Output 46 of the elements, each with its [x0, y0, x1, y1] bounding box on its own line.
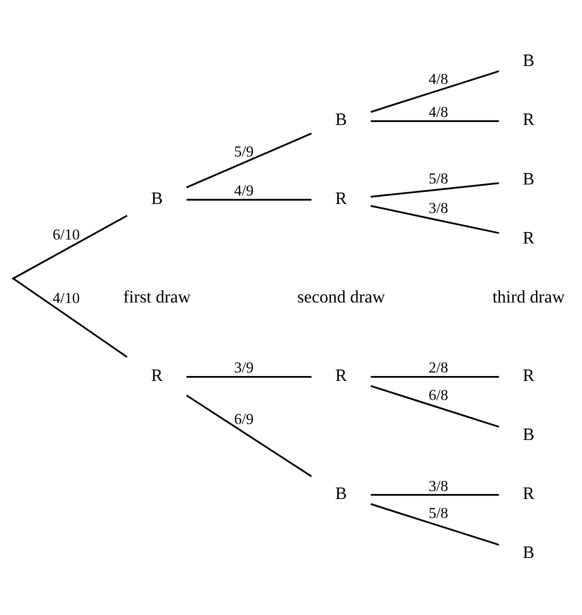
connector [186, 376, 312, 378]
edge-label: 5/8 [428, 504, 448, 522]
node-text: R [335, 187, 347, 208]
connector [186, 394, 312, 477]
edge-label: 2/8 [428, 359, 448, 376]
connector [186, 198, 312, 200]
edge-label: 6/9 [234, 410, 254, 428]
node-text: R [522, 108, 534, 129]
node-text: B [522, 168, 534, 188]
connector [186, 132, 312, 188]
connector [370, 120, 499, 122]
edge-label: 4/8 [428, 70, 448, 88]
connector [370, 384, 500, 428]
edge-label: 6/10 [52, 226, 80, 243]
label: third draw [492, 286, 565, 306]
connector [370, 204, 500, 234]
edge-label: 4/8 [428, 103, 448, 120]
node-text: R [335, 364, 347, 385]
label: second draw [297, 286, 386, 306]
label: first draw [123, 286, 191, 306]
connector [370, 70, 500, 112]
connector [370, 376, 499, 378]
node-text: R [522, 226, 534, 247]
edge-label: 5/8 [428, 170, 448, 188]
node-text: B [151, 187, 163, 208]
connector [370, 494, 499, 496]
node-point [12, 277, 14, 279]
node-text: B [335, 482, 347, 503]
node-text: R [522, 482, 534, 503]
node-text: B [522, 50, 534, 70]
edge-label: 4/10 [52, 289, 80, 306]
edge-label: 3/8 [428, 200, 448, 217]
node-text: B [522, 542, 534, 562]
edge-label: 3/9 [234, 359, 254, 376]
connector [370, 182, 500, 198]
edge-label: 6/8 [428, 386, 448, 404]
node-text: R [522, 364, 534, 385]
node-text: R [151, 364, 163, 385]
connector [12, 214, 128, 279]
edge-label: 4/9 [234, 182, 254, 200]
node-text: B [335, 108, 347, 129]
edge-label: 5/9 [234, 142, 254, 160]
connector [370, 502, 500, 546]
node-text: B [522, 424, 534, 444]
connector [12, 277, 128, 358]
edge-label: 3/8 [428, 477, 448, 494]
